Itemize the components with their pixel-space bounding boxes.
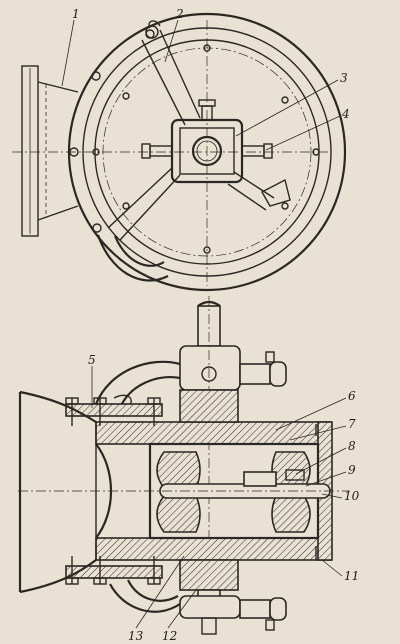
callout-5: 5 xyxy=(88,353,96,367)
callout-10: 10 xyxy=(344,489,360,503)
top-view: 1 2 3 4 xyxy=(12,7,350,292)
callout-4: 4 xyxy=(341,107,350,121)
callouts-bottom: 5 6 7 8 9 10 11 12 13 xyxy=(88,353,360,643)
support-arms xyxy=(96,20,291,282)
bolt-holes xyxy=(69,29,320,254)
callout-6: 6 xyxy=(348,389,356,403)
callout-1: 1 xyxy=(72,7,80,21)
callout-12: 12 xyxy=(162,629,177,643)
callout-13: 13 xyxy=(128,629,144,643)
callout-11: 11 xyxy=(344,569,359,583)
callouts-top: 1 2 3 4 xyxy=(61,7,350,151)
callout-2: 2 xyxy=(175,7,184,21)
callout-7: 7 xyxy=(348,417,356,431)
callout-8: 8 xyxy=(348,439,356,453)
section-view: 5 6 7 8 9 10 11 12 13 xyxy=(18,296,360,643)
inlet-nozzle-top xyxy=(21,65,79,237)
center-hub-top xyxy=(141,99,273,184)
lower-stem xyxy=(109,579,287,635)
upper-bend-pipe xyxy=(94,360,181,411)
inlet-bell xyxy=(18,390,112,594)
callout-3: 3 xyxy=(340,71,348,85)
callout-9: 9 xyxy=(348,463,356,477)
housing-section xyxy=(18,389,350,591)
